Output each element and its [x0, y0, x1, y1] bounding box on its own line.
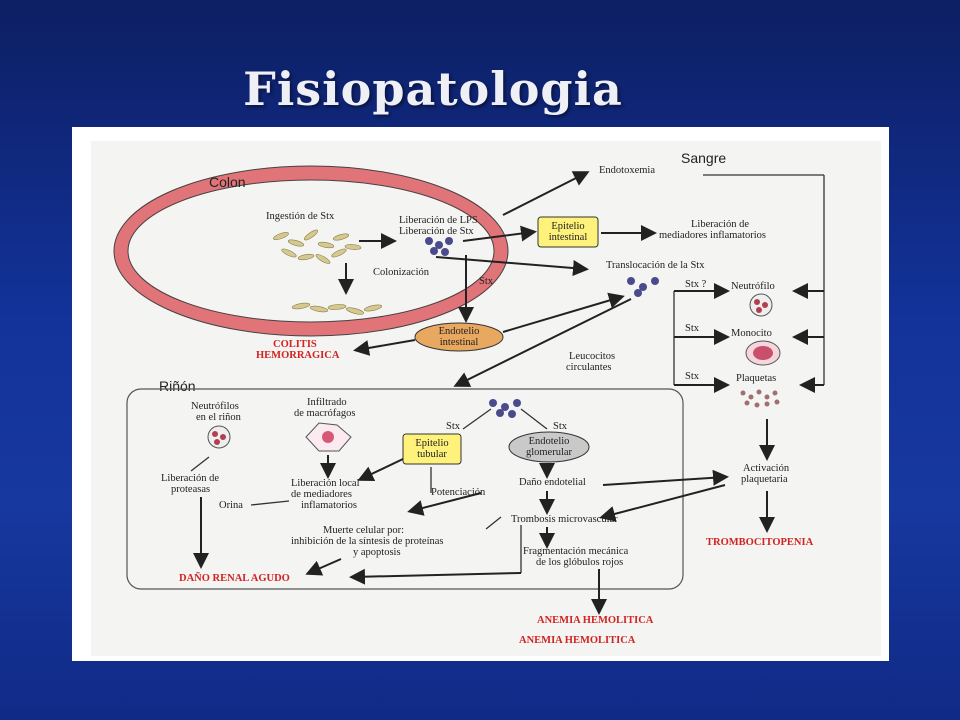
- label-muerte-1: Muerte celular por:: [323, 525, 404, 536]
- box-endotelio-intestinal: [414, 322, 504, 352]
- label-stx-q: Stx ?: [685, 279, 707, 290]
- label-leucocitos-2: circulantes: [566, 362, 611, 373]
- label-liberacion-stx: Liberación de Stx: [399, 226, 474, 237]
- label-liberacion-proteasas-1: Liberación de: [161, 473, 219, 484]
- label-neutrofilo: Neutrófilo: [731, 281, 775, 292]
- label-trombosis: Trombosis microvascular: [511, 514, 618, 525]
- label-leucocitos-1: Leucocitos: [569, 351, 615, 362]
- diagram-arrows: [190, 171, 825, 615]
- label-liberacion-mediadores-2: mediadores inflamatorios: [659, 230, 766, 241]
- label-colitis-2: HEMORRAGICA: [256, 350, 340, 361]
- label-stx-a: Stx: [685, 323, 700, 334]
- label-fragmentacion-1: Fragmentación mecánica: [523, 546, 629, 557]
- label-dano-endotelial: Daño endotelial: [519, 477, 586, 488]
- pathophysiology-diagram: Colon Sangre Riñón: [113, 150, 825, 646]
- label-endotelio-intestinal-1: Endotelio: [439, 326, 480, 337]
- stx-translocation-icon: [627, 277, 659, 297]
- label-infiltrado-1: Infiltrado: [307, 397, 347, 408]
- label-potenciacion: Potenciación: [431, 487, 486, 498]
- bacteria-colonized-icon: [291, 302, 383, 315]
- label-liberacion-local-2: de mediadores: [291, 489, 352, 500]
- region-sangre: Sangre: [681, 150, 726, 166]
- neutrofilo-kidney-icon: [207, 425, 231, 449]
- label-colitis-1: COLITIS: [273, 339, 317, 350]
- label-ingestion: Ingestión de Stx: [266, 211, 335, 222]
- label-neutrofilos-rinon-2: en el riñon: [196, 412, 242, 423]
- monocito-cell-icon: [745, 340, 781, 366]
- label-trombocitopenia: TROMBOCITOPENIA: [706, 537, 814, 548]
- label-endotoxemia: Endotoxemia: [599, 165, 655, 176]
- label-plaquetas: Plaquetas: [736, 373, 776, 384]
- label-monocito: Monocito: [731, 328, 772, 339]
- label-liberacion-mediadores-1: Liberación de: [691, 219, 749, 230]
- figure-panel: Colon Sangre Riñón: [72, 127, 889, 661]
- label-fragmentacion-2: de los glóbulos rojos: [536, 557, 623, 568]
- label-anemia-2: ANEMIA HEMOLITICA: [519, 635, 636, 646]
- label-infiltrado-2: de macrófagos: [294, 408, 356, 419]
- label-stx-rinon-left: Stx: [446, 421, 461, 432]
- slide-title: Fisiopatologia: [243, 62, 623, 116]
- box-epitelio-tubular: [402, 433, 462, 465]
- label-muerte-2: inhibición de la síntesis de proteínas: [291, 536, 444, 547]
- region-rinon: Riñón: [159, 378, 196, 394]
- label-colonizacion: Colonización: [373, 267, 430, 278]
- bacteria-cluster-icon: [273, 229, 362, 264]
- label-activacion-1: Activación: [743, 463, 790, 474]
- label-endotelio-glomerular-1: Endotelio: [529, 436, 570, 447]
- label-liberacion-local-1: Liberación local: [291, 478, 360, 489]
- label-endotelio-glomerular-2: glomerular: [526, 447, 573, 458]
- macrofago-icon: [305, 422, 352, 452]
- label-endotelio-intestinal-2: intestinal: [440, 337, 479, 348]
- label-epitelio-intestinal-1: Epitelio: [551, 221, 584, 232]
- label-translocacion: Translocación de la Stx: [606, 260, 705, 271]
- label-activacion-2: plaquetaria: [741, 474, 788, 485]
- label-epitelio-tubular-2: tubular: [417, 449, 447, 460]
- kidney-region-box: [126, 388, 684, 590]
- label-stx-b: Stx: [685, 371, 700, 382]
- label-anemia-1: ANEMIA HEMOLITICA: [537, 615, 654, 626]
- label-epitelio-tubular-1: Epitelio: [415, 438, 448, 449]
- label-orina: Orina: [219, 500, 243, 511]
- label-stx-rinon-right: Stx: [553, 421, 568, 432]
- label-liberacion-proteasas-2: proteasas: [171, 484, 210, 495]
- plaquetas-icon: [740, 389, 780, 408]
- diagram-area: Colon Sangre Riñón: [91, 141, 881, 656]
- label-neutrofilos-rinon-1: Neutrófilos: [191, 401, 239, 412]
- region-colon: Colon: [209, 174, 246, 190]
- box-endotelio-glomerular: [508, 431, 590, 463]
- stx-kidney-icon: [489, 399, 521, 418]
- label-muerte-3: y apoptosis: [353, 547, 401, 558]
- label-stx-colon: Stx: [479, 276, 494, 287]
- label-liberacion-lps: Liberación de LPS: [399, 215, 478, 226]
- label-dano-renal: DAÑO RENAL AGUDO: [179, 572, 290, 584]
- stx-toxin-icon: [425, 237, 453, 256]
- label-epitelio-intestinal-2: intestinal: [549, 232, 588, 243]
- colon-ring: [114, 166, 508, 336]
- box-epitelio-intestinal: [537, 216, 599, 248]
- neutrofilo-cell-icon: [749, 293, 773, 317]
- label-liberacion-local-3: inflamatorios: [301, 500, 357, 511]
